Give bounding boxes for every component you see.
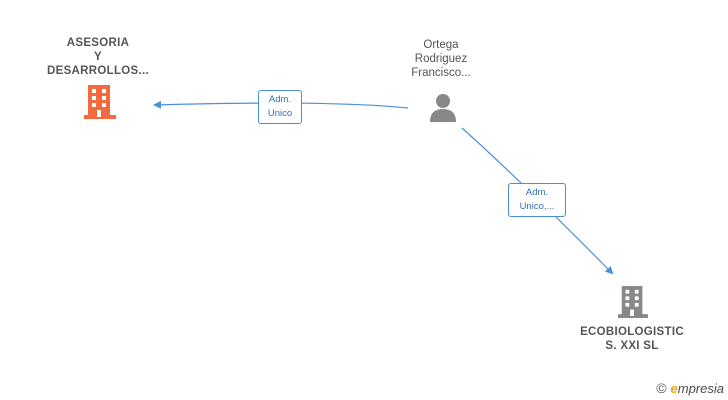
building-icon-left[interactable] <box>84 85 116 119</box>
building-icon-right[interactable] <box>618 285 648 319</box>
edge-line-left <box>153 100 409 109</box>
company-name-left[interactable]: ASESORIA Y DESARROLLOS... <box>47 37 149 77</box>
edge-label-right[interactable]: Adm. Unico,... <box>508 183 566 217</box>
brand-logo[interactable]: ©empresia <box>656 380 724 396</box>
edge-label-left[interactable]: Adm. Unico <box>258 90 302 124</box>
brand-name: mpresia <box>677 381 724 396</box>
company-name-right[interactable]: ECOBIOLOGISTIC S. XXI SL <box>580 326 684 352</box>
person-name[interactable]: Ortega Rodriguez Francisco... <box>411 39 471 79</box>
person-icon[interactable] <box>428 92 458 122</box>
brand-initial: e <box>670 381 678 396</box>
copyright-icon: © <box>656 380 667 396</box>
